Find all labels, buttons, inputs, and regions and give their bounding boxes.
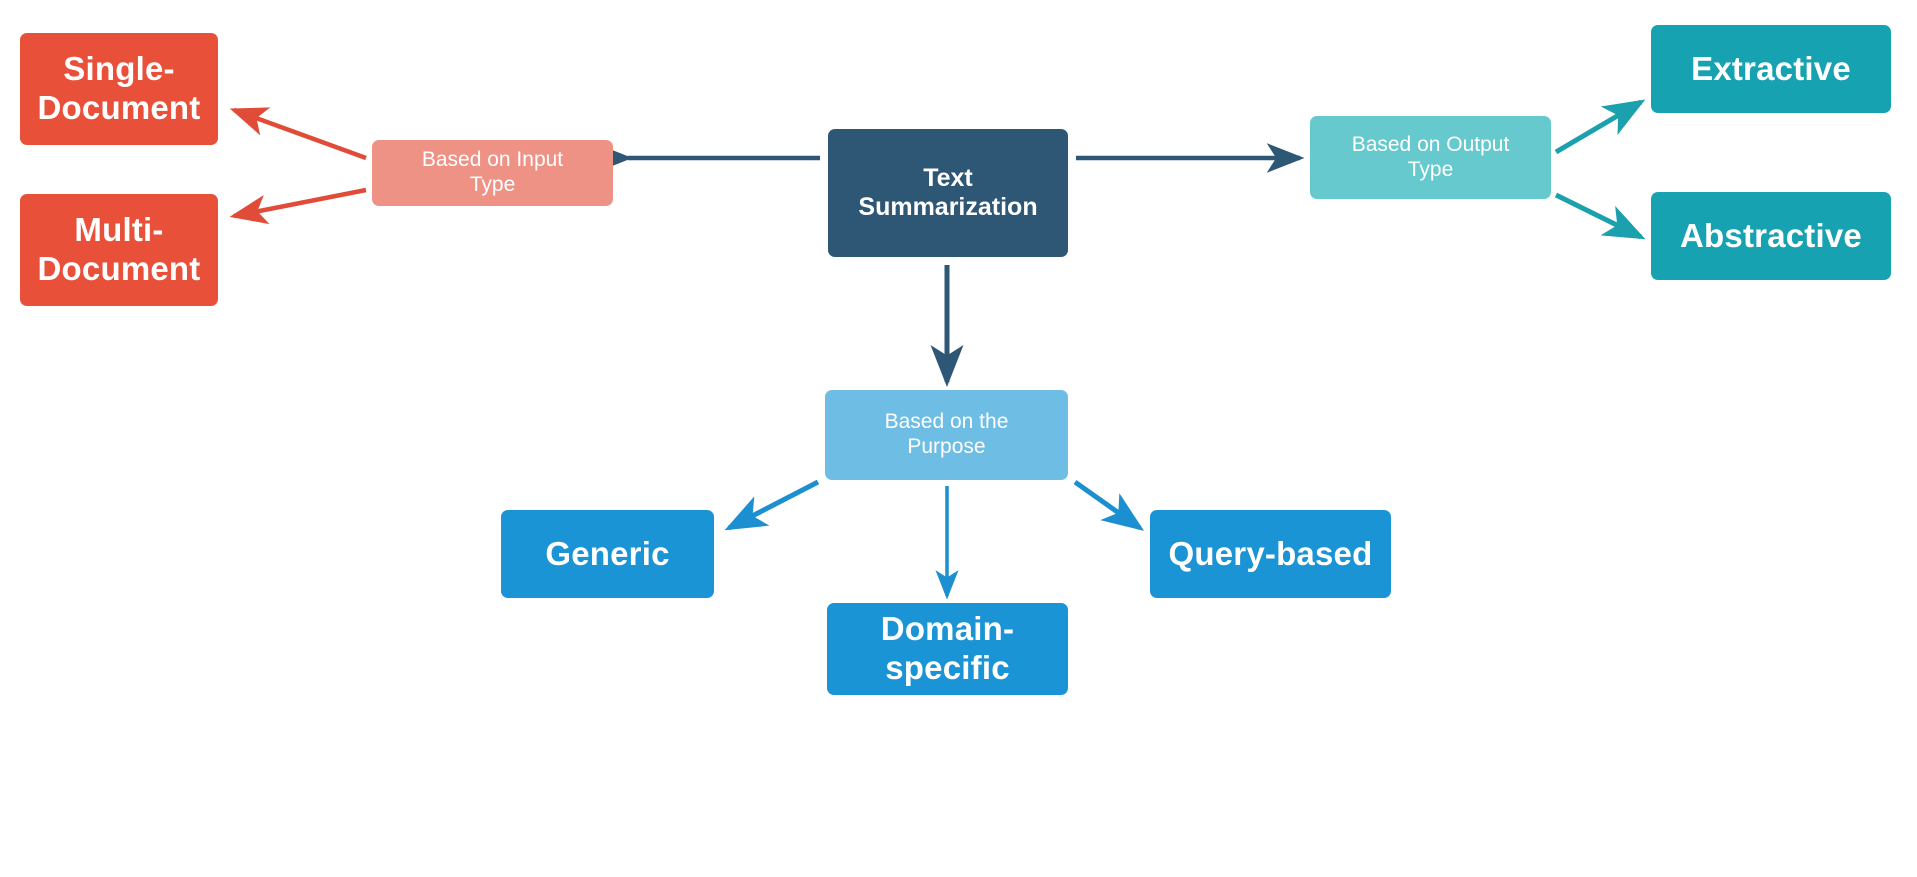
node-domain-specific[interactable]: Domain- specific <box>827 603 1068 695</box>
node-multi-document[interactable]: Multi- Document <box>20 194 218 306</box>
node-single-document[interactable]: Single- Document <box>20 33 218 145</box>
edge-purpose-to-query-based <box>1073 479 1145 531</box>
node-abstractive-label: Abstractive <box>1680 216 1862 254</box>
node-output-type[interactable]: Based on Output Type <box>1310 116 1551 199</box>
node-single-document-label: Single- Document <box>37 50 201 126</box>
node-extractive-label: Extractive <box>1691 49 1851 87</box>
node-domain-specific-label: Domain- specific <box>880 610 1015 686</box>
node-abstractive[interactable]: Abstractive <box>1651 192 1891 280</box>
edge-output-type-to-extractive <box>1554 99 1646 155</box>
node-text-summarization[interactable]: Text Summarization <box>828 129 1068 257</box>
node-query-based[interactable]: Query-based <box>1150 510 1391 598</box>
edge-input-type-to-multi-document <box>229 187 367 225</box>
node-text-summarization-label: Text Summarization <box>858 163 1038 222</box>
node-query-based-label: Query-based <box>1168 534 1373 572</box>
edge-purpose-to-generic <box>724 479 820 531</box>
node-output-type-label: Based on Output Type <box>1351 132 1510 181</box>
edge-output-type-to-abstractive <box>1554 192 1646 240</box>
node-input-type-label: Based on Input Type <box>421 148 564 196</box>
node-generic-label: Generic <box>545 534 670 572</box>
node-purpose-label: Based on the Purpose <box>884 410 1009 458</box>
node-input-type[interactable]: Based on Input Type <box>372 140 613 206</box>
node-multi-document-label: Multi- Document <box>37 211 201 287</box>
node-extractive[interactable]: Extractive <box>1651 25 1891 113</box>
node-generic[interactable]: Generic <box>501 510 714 598</box>
node-purpose[interactable]: Based on the Purpose <box>825 390 1068 480</box>
edge-input-type-to-single-document <box>229 107 367 161</box>
